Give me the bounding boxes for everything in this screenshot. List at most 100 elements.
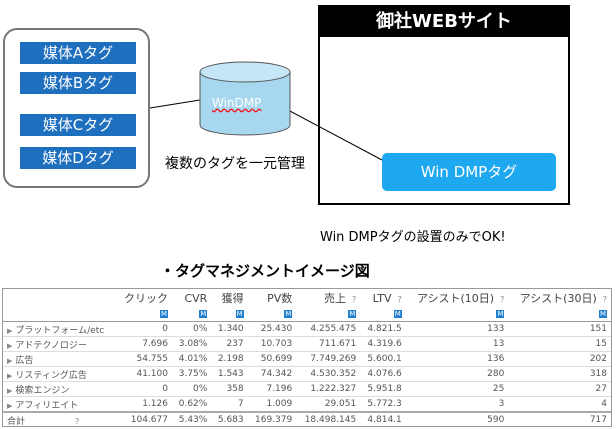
m-icon[interactable]: M: [393, 310, 402, 318]
header-row: クリック CVR 獲得 PV数 売上? LTV? アシスト(10日)? アシスト…: [3, 289, 611, 307]
cell-value: 41.100: [116, 366, 172, 382]
media-tag-b: 媒体Bタグ: [20, 72, 136, 94]
cell-value: 25: [405, 381, 509, 397]
row-label-text: アドテクノロジー: [15, 340, 87, 351]
col-sales[interactable]: 売上?: [296, 289, 360, 307]
cell-value: 18.498.145: [296, 411, 361, 427]
col-acquisition[interactable]: 獲得: [221, 292, 244, 305]
m-icon[interactable]: M: [348, 310, 357, 318]
m-icon[interactable]: M: [159, 310, 168, 318]
cell-value: 590: [405, 411, 509, 427]
windmp-tag: Win DMPタグ: [382, 153, 556, 191]
expand-icon[interactable]: ▶: [7, 341, 13, 350]
col-click[interactable]: クリック: [123, 292, 168, 305]
connector-lines: [149, 61, 383, 161]
m-icon[interactable]: M: [284, 310, 293, 318]
tag-management-table: クリック CVR 獲得 PV数 売上? LTV? アシスト(10日)? アシスト…: [2, 288, 612, 427]
expand-icon[interactable]: ▶: [7, 401, 13, 410]
col-label: アシスト(10日): [416, 292, 495, 305]
row-label[interactable]: ▶アフィリエイト: [3, 396, 117, 413]
expand-icon[interactable]: ▶: [7, 326, 13, 335]
cell-value: 133: [405, 321, 509, 337]
cell-value: 25.430: [247, 321, 297, 337]
row-label[interactable]: ▶アドテクノロジー: [3, 336, 117, 352]
cell-value: 717: [508, 411, 611, 427]
site-caption: Win DMPタグの設置のみでOK!: [320, 230, 506, 245]
m-icon-row: M M M M M M M M: [3, 307, 611, 322]
cell-value: 10.703: [247, 336, 297, 352]
col-label: アシスト(30日): [519, 292, 597, 305]
row-label-text: 検索エンジン: [15, 385, 70, 396]
cell-value: 0%: [171, 381, 212, 397]
cell-value: 2.198: [211, 351, 248, 367]
cell-value: 711.671: [296, 336, 361, 352]
help-icon[interactable]: ?: [75, 416, 80, 426]
database-icon: [199, 61, 291, 136]
cell-value: 1.222.327: [296, 381, 361, 397]
cell-value: 4: [508, 396, 611, 413]
help-icon[interactable]: ?: [397, 294, 402, 304]
cell-value: 1.340: [211, 321, 248, 337]
help-icon[interactable]: ?: [351, 295, 357, 304]
cell-value: 0.62%: [171, 396, 212, 413]
cell-value: 5.683: [211, 411, 248, 427]
expand-icon[interactable]: ▶: [7, 371, 13, 380]
cell-value: 4.076.6: [360, 366, 406, 382]
expand-icon[interactable]: ▶: [7, 356, 13, 365]
cell-value: 151: [508, 321, 611, 337]
db-caption: 複数のタグを一元管理: [165, 156, 305, 172]
col-assist30[interactable]: アシスト(30日)?: [508, 289, 611, 307]
col-assist10[interactable]: アシスト(10日)?: [406, 289, 509, 307]
row-label-text: 広告: [15, 355, 34, 366]
cell-value: 280: [405, 366, 509, 382]
col-ltv[interactable]: LTV?: [360, 289, 406, 307]
row-label-text: アフィリエイト: [15, 400, 79, 411]
cell-value: 54.755: [116, 351, 172, 367]
cell-value: 104.677: [116, 411, 172, 427]
m-icon[interactable]: M: [235, 310, 244, 318]
cell-value: 202: [508, 351, 611, 367]
row-label[interactable]: ▶プラットフォーム/etc: [3, 321, 117, 337]
expand-icon[interactable]: ▶: [7, 386, 13, 395]
row-label[interactable]: ▶検索エンジン: [3, 381, 117, 397]
row-label-text: リスティング広告: [15, 370, 87, 381]
cell-value: 5.43%: [171, 411, 212, 427]
cell-value: 13: [405, 336, 509, 352]
cell-value: 1.543: [211, 366, 248, 382]
cell-value: 136: [405, 351, 509, 367]
cell-value: 4.255.475: [296, 321, 361, 337]
cell-value: 0: [116, 381, 172, 397]
cell-value: 5.951.8: [360, 381, 406, 397]
help-icon[interactable]: ?: [602, 295, 607, 304]
col-pv[interactable]: PV数: [267, 292, 293, 305]
cell-value: 27: [508, 381, 611, 397]
cell-value: 7.696: [116, 336, 172, 352]
cell-value: 29.051: [296, 396, 361, 413]
help-icon[interactable]: ?: [500, 295, 505, 304]
media-tag-a: 媒体Aタグ: [20, 42, 136, 64]
media-tag-d: 媒体Dタグ: [20, 147, 136, 169]
cell-value: 50.699: [247, 351, 297, 367]
row-label[interactable]: ▶リスティング広告: [3, 366, 117, 382]
row-label[interactable]: ▶広告: [3, 351, 117, 367]
m-icon[interactable]: M: [199, 310, 208, 318]
row-label: 合計?: [3, 411, 117, 427]
m-icon[interactable]: M: [496, 310, 505, 318]
website-box: 御社WEBサイト Win DMPタグ: [318, 5, 570, 205]
cell-value: 7: [211, 396, 248, 413]
cell-value: 7.749.269: [296, 351, 361, 367]
cell-value: 4.814.1: [360, 411, 406, 427]
col-cvr[interactable]: CVR: [184, 291, 208, 305]
media-tags-group: [3, 28, 150, 188]
db-label: WinDMP: [212, 96, 262, 110]
cell-value: 7.196: [247, 381, 297, 397]
website-title: 御社WEBサイト: [320, 7, 568, 37]
m-icon[interactable]: M: [599, 310, 607, 318]
row-label-text: プラットフォーム/etc: [15, 325, 105, 336]
cell-value: 1.009: [247, 396, 297, 413]
